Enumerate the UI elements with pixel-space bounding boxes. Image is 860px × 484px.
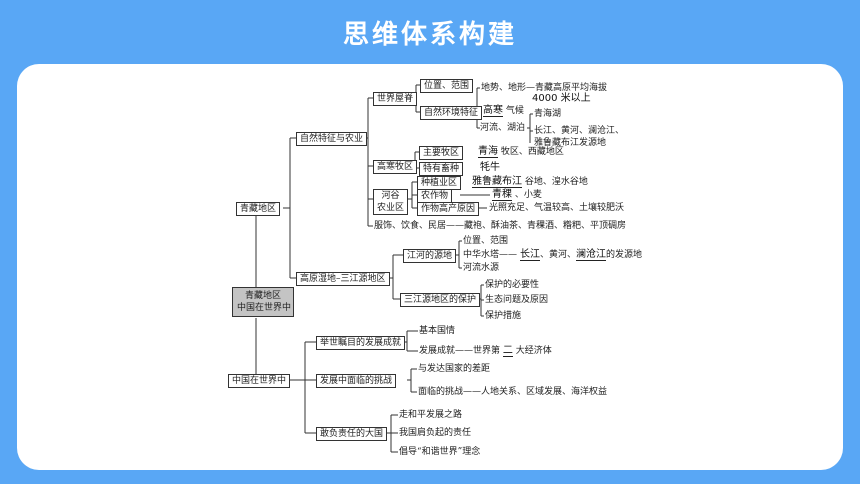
page-title: 思维体系构建 — [342, 20, 517, 50]
baohu-node: 三江源地区的保护 — [400, 293, 481, 307]
gudi-text: 谷地、湟水谷地 — [524, 177, 588, 187]
xiaomai-text: 、小麦 — [514, 190, 542, 200]
root-node: 青藏地区 中国在世界中 — [232, 287, 294, 317]
dishi-text: 地势、地形—青藏高原平均海拔 — [481, 83, 608, 93]
fayuandi-text: 长江、黄河、澜沧江的发源地 — [520, 249, 642, 261]
hupo-text: 河流、湖泊 — [480, 123, 526, 133]
zhongzhi-text: 雅鲁藏布江 谷地、湟水谷地 — [472, 176, 588, 188]
nongzuowu-node: 农作物 — [417, 189, 453, 203]
maoniu-text: 牦牛 — [480, 162, 500, 173]
changjiang-text: 长江 — [520, 249, 540, 261]
ziran-node: 自然特征与农业 — [296, 132, 368, 146]
hegu-label-2: 农业区 — [377, 203, 405, 213]
jingjiti-text: 大经济体 — [515, 346, 552, 356]
zrhj-node: 自然环境特征 — [420, 106, 483, 120]
qihou-text: 高寒 气候 — [483, 105, 524, 117]
rivers-text: 长江、黄河、澜沧江、 — [534, 126, 625, 136]
lancangjiang-text: 澜沧江 — [576, 249, 607, 261]
er-text: 二 — [502, 345, 513, 357]
zhonghua-shuita-text: 中华水塔—— — [463, 250, 518, 260]
muqu-text: 牧区、西藏地区 — [500, 147, 564, 157]
zhongguo-shijie-node: 中国在世界中 — [228, 374, 291, 388]
shijiewuji-node: 世界屋脊 — [373, 92, 418, 106]
zhongzhiye-node: 种植业区 — [417, 176, 462, 190]
hegu-nongyequ-node: 河谷 农业区 — [373, 189, 409, 215]
zeren-text: 我国肩负起的责任 — [399, 428, 472, 438]
gaohan-muqu-node: 高寒牧区 — [373, 160, 418, 174]
sanjiangyuan-node: 高原湿地–三江源地区 — [296, 272, 390, 286]
heliu-shuiyuan-text: 河流水源 — [463, 263, 500, 273]
jianghe-yuandi-node: 江河的源地 — [403, 249, 457, 263]
altitude-text: 4000 米以上 — [532, 93, 591, 104]
fazhan-chengjiu-node: 举世瞩目的发展成就 — [316, 336, 406, 350]
shijie-di-text: 发展成就——世界第 — [419, 346, 501, 356]
qihou-label: 气候 — [505, 106, 524, 116]
heping-text: 走和平发展之路 — [399, 410, 463, 420]
zhuyao-muqu-node: 主要牧区 — [419, 146, 464, 160]
mianlin-text: 面临的挑战——人地关系、区域发展、海洋权益 — [418, 387, 608, 397]
daguo-node: 敢负责任的大国 — [316, 427, 388, 441]
tiaozhan-node: 发展中面临的挑战 — [316, 374, 397, 388]
weizhi-node: 位置、范围 — [420, 79, 474, 93]
hexie-text: 倡导“和谐世界”理念 — [399, 447, 481, 457]
fayuan-text: 的发源地 — [606, 250, 643, 260]
hegu-label-1: 河谷 — [381, 191, 400, 201]
cuoshi-text: 保护措施 — [485, 311, 522, 321]
yarlung-valley-text: 雅鲁藏布江 — [472, 176, 522, 188]
gaohan-text: 高寒 — [483, 105, 503, 117]
qinghaihu-text: 青海湖 — [534, 109, 562, 119]
huanghe-text: 、黄河、 — [540, 250, 577, 260]
qinghai-muqu-text: 青海 牧区、西藏地区 — [478, 146, 564, 158]
content-card — [17, 64, 843, 470]
crops-text: 青稞 、小麦 — [492, 189, 542, 201]
root-line-2: 中国在世界中 — [237, 303, 292, 313]
qingzang-node: 青藏地区 — [236, 202, 281, 216]
root-line-1: 青藏地区 — [244, 291, 281, 301]
teyou-xuzhong-node: 特有畜种 — [419, 162, 464, 176]
reasons-text: 光照充足、气温较高、土壤较肥沃 — [489, 203, 625, 213]
shengtai-text: 生态问题及原因 — [485, 295, 549, 305]
economy-text: 发展成就——世界第 二 大经济体 — [419, 345, 552, 357]
chaju-text: 与发达国家的差距 — [418, 364, 491, 374]
biyaoxing-text: 保护的必要性 — [485, 280, 540, 290]
fushi-text: 服饰、饮食、民居——藏袍、酥油茶、青稞酒、糌粑、平顶碉房 — [374, 221, 627, 231]
jiben-guoqing-text: 基本国情 — [419, 326, 456, 336]
yarlung-text: 雅鲁藏布江发源地 — [534, 138, 607, 148]
jhy-weizhi-text: 位置、范围 — [463, 236, 509, 246]
qinghai-text: 青海 — [478, 146, 498, 158]
qingke-text: 青稞 — [492, 189, 512, 201]
gaochan-node: 作物高产原因 — [417, 202, 480, 216]
